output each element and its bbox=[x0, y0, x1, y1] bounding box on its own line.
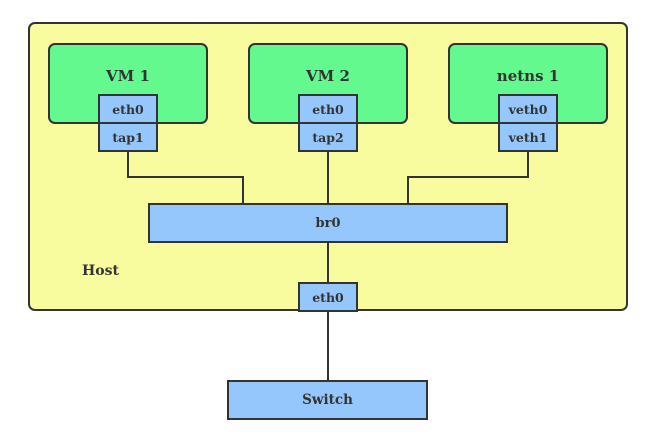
netns1-veth1-label: veth1 bbox=[508, 129, 548, 145]
connector-tap1-br0-segment bbox=[127, 151, 129, 178]
vm2-eth0-label: eth0 bbox=[312, 101, 344, 117]
vm1-tap1-interface[interactable]: tap1 bbox=[98, 122, 158, 152]
connector-tap1-br0-segment bbox=[127, 176, 244, 178]
connector-tap1-br0-segment bbox=[242, 176, 244, 205]
vm2-eth0-interface[interactable]: eth0 bbox=[298, 94, 358, 124]
vm2-tap2-label: tap2 bbox=[312, 129, 344, 145]
netns1-veth0-label: veth0 bbox=[508, 101, 548, 117]
connector-eth0-switch-segment bbox=[327, 310, 329, 381]
netns1-label: netns 1 bbox=[496, 67, 560, 85]
connector-veth1-br0-segment bbox=[527, 151, 529, 178]
netns1-veth1-interface[interactable]: veth1 bbox=[498, 122, 558, 152]
host-eth0-interface[interactable]: eth0 bbox=[298, 282, 358, 312]
netns1-veth0-interface[interactable]: veth0 bbox=[498, 94, 558, 124]
switch-node[interactable]: Switch bbox=[227, 380, 428, 420]
connector-tap2-br0-segment bbox=[327, 151, 329, 205]
vm1-eth0-label: eth0 bbox=[112, 101, 144, 117]
host-eth0-label: eth0 bbox=[312, 289, 344, 305]
vm2-tap2-interface[interactable]: tap2 bbox=[298, 122, 358, 152]
vm2-label: VM 2 bbox=[306, 67, 350, 85]
switch-label: Switch bbox=[302, 392, 353, 408]
connector-br0-eth0-segment bbox=[327, 242, 329, 284]
host-label: Host bbox=[82, 263, 119, 279]
vm1-eth0-interface[interactable]: eth0 bbox=[98, 94, 158, 124]
vm1-label: VM 1 bbox=[106, 67, 150, 85]
connector-veth1-br0-segment bbox=[408, 176, 529, 178]
bridge-br0-label: br0 bbox=[315, 215, 341, 231]
connector-veth1-br0-segment bbox=[407, 176, 409, 205]
bridge-br0-node[interactable]: br0 bbox=[148, 203, 508, 243]
vm1-tap1-label: tap1 bbox=[112, 129, 144, 145]
